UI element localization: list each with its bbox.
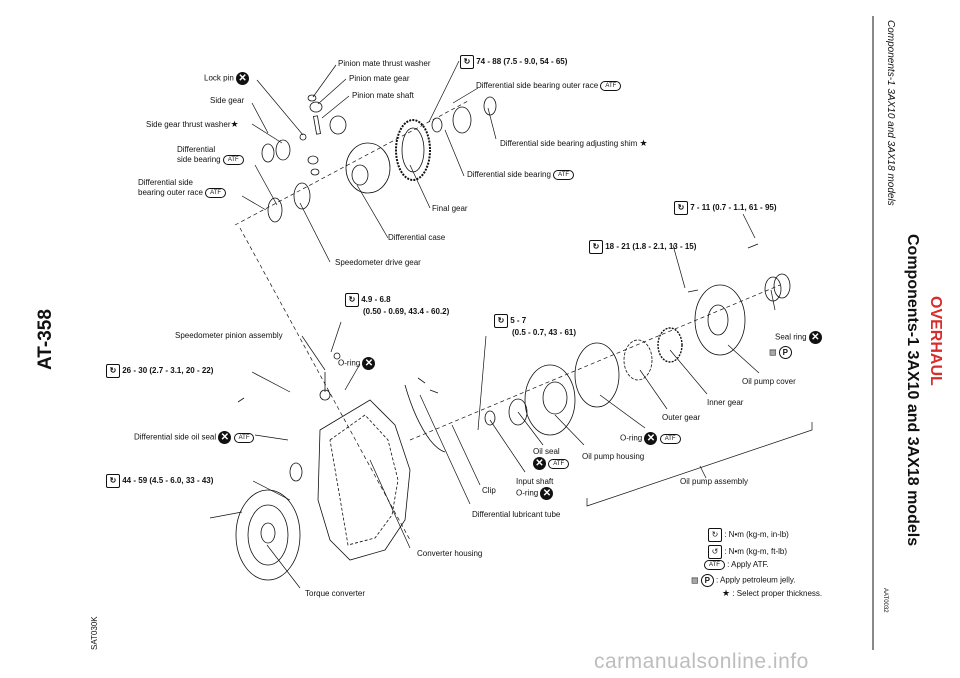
torque-nm-ft-icon: ↺ <box>708 545 722 559</box>
star-icon: ★ <box>722 588 731 598</box>
p-icon: P <box>700 574 714 587</box>
torque-wrench-icon: ↻ <box>106 364 120 378</box>
replace-x-icon: ✕ <box>218 431 232 444</box>
atf-icon: ATF <box>205 188 227 198</box>
torque-spec-5-7: ↻ 5 - 7 (0.5 - 0.7, 43 - 61) <box>494 314 576 338</box>
replace-x-icon: ✕ <box>808 331 822 344</box>
inner-gear-label: Inner gear <box>707 398 744 407</box>
torque-spec-26: ↻ 26 - 30 (2.7 - 3.1, 20 - 22) <box>106 364 213 378</box>
o-ring-top-label: O-ring ✕ <box>338 357 376 370</box>
pinion-mate-gear-label: Pinion mate gear <box>349 74 410 83</box>
torque-nm-in-icon: ↻ <box>708 528 722 542</box>
converter-housing-label: Converter housing <box>417 549 483 558</box>
differential-side-bearing-label: Differential side bearing ATF <box>177 145 244 165</box>
speedometer-pinion-assembly-label: Speedometer pinion assembly <box>175 331 283 340</box>
star-icon: ★ <box>230 119 239 129</box>
torque-spec-18: ↻ 18 - 21 (1.8 - 2.1, 13 - 15) <box>589 240 696 254</box>
side-header: Components-1 3AX10 and 3AX18 models <box>885 20 896 206</box>
section-title: OVERHAUL <box>927 296 944 386</box>
torque-converter-label: Torque converter <box>305 589 366 598</box>
p-icon: P <box>778 346 792 359</box>
atf-icon: ATF <box>548 458 570 469</box>
lock-pin-label: Lock pin ✕ <box>204 72 250 85</box>
torque-wrench-icon: ↻ <box>460 55 474 69</box>
torque-wrench-icon: ↻ <box>674 201 688 215</box>
o-ring-mid-label: O-ring ✕ ATF <box>620 432 681 445</box>
atf-icon: ATF <box>553 170 575 180</box>
clip-label: Clip <box>482 486 496 495</box>
star-icon: ★ <box>639 138 648 148</box>
page-number: AT-358 <box>35 309 56 370</box>
side-gear-label: Side gear <box>210 96 245 105</box>
diff-side-bearing-label: Differential side bearing ATF <box>467 170 575 180</box>
replace-x-icon: ✕ <box>236 72 250 85</box>
oil-pump-housing-label: Oil pump housing <box>582 452 645 461</box>
oil-seal-label: Oil seal ✕ ATF <box>533 447 570 470</box>
petroleum-jelly-icon: ▤ <box>691 575 699 585</box>
legend-row: ▤ P : Apply petroleum jelly. <box>691 574 796 587</box>
replace-x-icon: ✕ <box>362 357 376 370</box>
legend-row: ↻ : N•m (kg-m, in-lb) <box>708 528 789 542</box>
differential-lubricant-tube-label: Differential lubricant tube <box>472 510 561 519</box>
replace-x-icon: ✕ <box>644 432 658 445</box>
ref-code: AAT0032 <box>882 588 888 613</box>
torque-wrench-icon: ↻ <box>106 474 120 488</box>
final-gear-label: Final gear <box>432 204 468 213</box>
replace-x-icon: ✕ <box>540 487 554 500</box>
input-shaft-o-ring-label: Input shaft O-ring ✕ <box>516 477 554 500</box>
differential-side-bearing-outer-race-label: Differential side bearing outer race ATF <box>138 178 227 198</box>
legend-row: ↺ : N•m (kg-m, ft-lb) <box>708 545 787 559</box>
differential-side-oil-seal-label: Differential side oil seal ✕ ATF <box>134 431 255 444</box>
diff-side-bearing-adjusting-shim-label: Differential side bearing adjusting shim… <box>500 138 648 148</box>
oil-pump-cover-label: Oil pump cover <box>742 377 796 386</box>
figure-code: SAT030K <box>90 616 99 650</box>
torque-spec-7: ↻ 7 - 11 (0.7 - 1.1, 61 - 95) <box>674 201 777 215</box>
pinion-mate-thrust-washer-label: Pinion mate thrust washer <box>338 59 431 68</box>
legend-row: ATF : Apply ATF. <box>704 560 769 570</box>
atf-icon: ATF <box>659 433 681 444</box>
pinion-mate-shaft-label: Pinion mate shaft <box>352 91 414 100</box>
legend-row: ★ : Select proper thickness. <box>722 588 823 598</box>
differential-case-label: Differential case <box>388 233 446 242</box>
torque-spec-74: ↻ 74 - 88 (7.5 - 9.0, 54 - 65) <box>460 55 567 69</box>
atf-icon: ATF <box>704 560 725 570</box>
replace-x-icon: ✕ <box>533 457 546 470</box>
seal-ring-label: Seal ring ✕ ▤ P <box>769 331 822 359</box>
diff-side-bearing-outer-race-label: Differential side bearing outer race ATF <box>476 81 622 91</box>
atf-icon: ATF <box>600 81 622 91</box>
atf-icon: ATF <box>233 432 255 443</box>
torque-spec-4-9: ↻ 4.9 - 6.8 (0.50 - 0.69, 43.4 - 60.2) <box>345 293 449 317</box>
torque-wrench-icon: ↻ <box>494 314 508 328</box>
side-gear-thrust-washer-label: Side gear thrust washer★ <box>146 119 239 129</box>
page-title: Components-1 3AX10 and 3AX18 models <box>904 234 921 547</box>
speedometer-drive-gear-label: Speedometer drive gear <box>335 258 421 267</box>
watermark-logo: carmanualsonline.info <box>594 650 809 673</box>
outer-gear-label: Outer gear <box>662 413 701 422</box>
petroleum-jelly-icon: ▤ <box>769 347 777 357</box>
torque-spec-44: ↻ 44 - 59 (4.5 - 6.0, 33 - 43) <box>106 474 213 488</box>
torque-wrench-icon: ↻ <box>345 293 359 307</box>
atf-icon: ATF <box>222 155 244 165</box>
torque-wrench-icon: ↻ <box>589 240 603 254</box>
oil-pump-assembly-label: Oil pump assembly <box>680 477 749 486</box>
